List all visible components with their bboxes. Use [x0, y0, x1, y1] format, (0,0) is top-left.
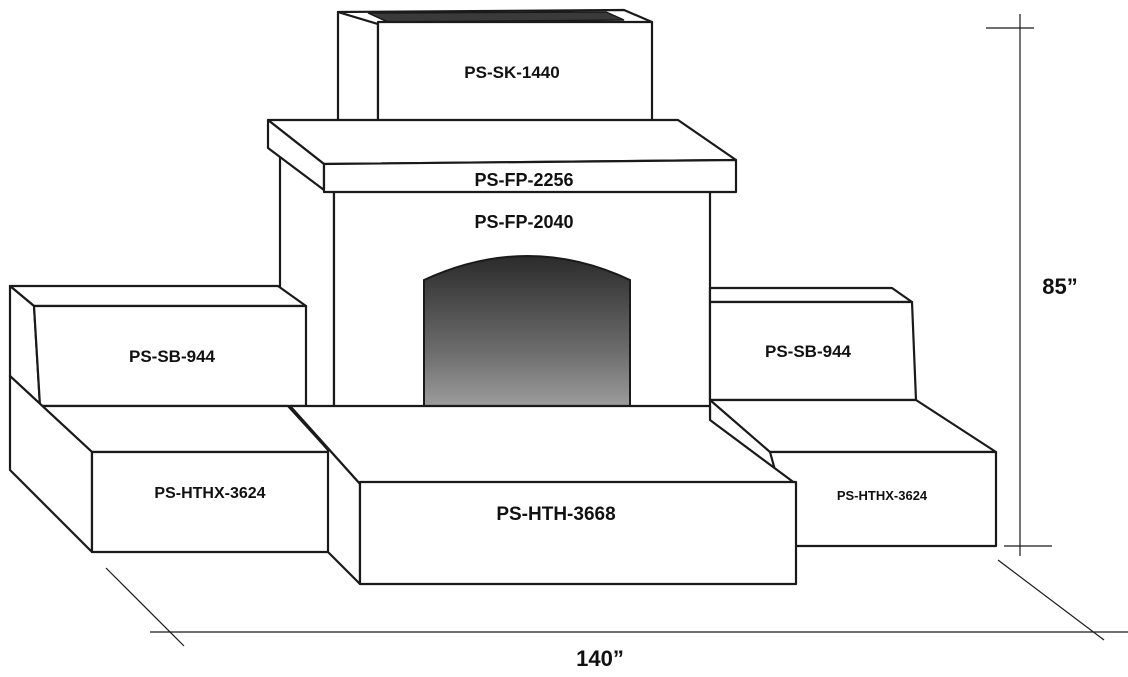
- firebox-opening: [423, 255, 631, 437]
- height-dimension-label: 85”: [1042, 274, 1077, 299]
- center-hearth: [288, 404, 798, 586]
- label-chimney: PS-SK-1440: [464, 63, 559, 82]
- left-seat-back: [8, 284, 308, 408]
- label-right-seat-back: PS-SB-944: [765, 342, 852, 361]
- mantel-slab: [266, 118, 738, 194]
- width-dimension-line: [105, 559, 1128, 647]
- height-dimension-line: [986, 14, 1052, 556]
- right-hearth-extension: [708, 398, 998, 548]
- label-left-hearth-extension: PS-HTHX-3624: [154, 485, 265, 502]
- left-hearth-extension: [8, 374, 332, 554]
- fireplace-body: [278, 150, 712, 440]
- width-dimension-label: 140”: [576, 646, 624, 671]
- label-mantel: PS-FP-2256: [474, 170, 573, 190]
- label-right-hearth-extension: PS-HTHX-3624: [837, 488, 928, 503]
- label-center-hearth: PS-HTH-3668: [496, 504, 615, 525]
- label-left-seat-back: PS-SB-944: [129, 347, 216, 366]
- label-firebox-unit: PS-FP-2040: [474, 212, 573, 232]
